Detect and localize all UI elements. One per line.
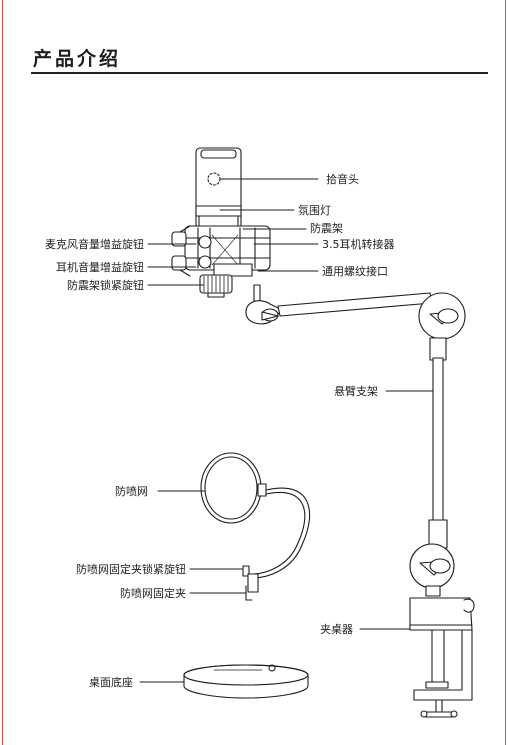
title-divider <box>31 72 488 74</box>
label-desk-base: 桌面底座 <box>89 676 133 689</box>
shock-mount <box>171 225 271 277</box>
arm-lower-joint <box>409 543 455 597</box>
label-mic-gain-knob: 麦克风音量增益旋钮 <box>45 238 144 251</box>
desk-clamp <box>409 597 475 718</box>
label-desk-clamp: 夹桌器 <box>320 623 353 636</box>
label-pop-clamp-knob: 防喷网固定夹锁紧旋钮 <box>76 563 186 576</box>
page-title: 产品介绍 <box>33 48 122 70</box>
desk-base <box>183 664 309 699</box>
label-thread-mount: 通用螺纹接口 <box>322 265 388 278</box>
label-pop-filter: 防喷网 <box>115 485 148 498</box>
arm-upper-joint <box>245 284 283 325</box>
boom-arm-vertical <box>428 357 448 549</box>
pop-filter <box>200 452 311 579</box>
label-shock-lock-knob: 防震架锁紧旋钮 <box>67 279 144 292</box>
label-capsule: 拾音头 <box>326 173 359 186</box>
ambient-light-band <box>195 205 242 217</box>
page-border-right <box>505 0 506 745</box>
label-pop-clamp: 防喷网固定夹 <box>120 587 186 600</box>
microphone <box>195 147 242 237</box>
label-boom-arm: 悬臂支架 <box>334 385 378 398</box>
page-border-left <box>2 0 3 745</box>
label-shock-mount: 防震架 <box>310 222 343 235</box>
shock-lock-knob <box>199 274 233 298</box>
pop-filter-clamp <box>242 565 259 601</box>
leader-lines <box>139 178 434 683</box>
label-headphone-jack: 3.5耳机转接器 <box>322 238 395 251</box>
label-ambient-light: 氛围灯 <box>298 204 331 217</box>
arm-elbow-joint <box>418 292 466 361</box>
boom-arm-horizontal <box>277 292 433 317</box>
label-headphone-gain-knob: 耳机音量增益旋钮 <box>56 261 144 274</box>
